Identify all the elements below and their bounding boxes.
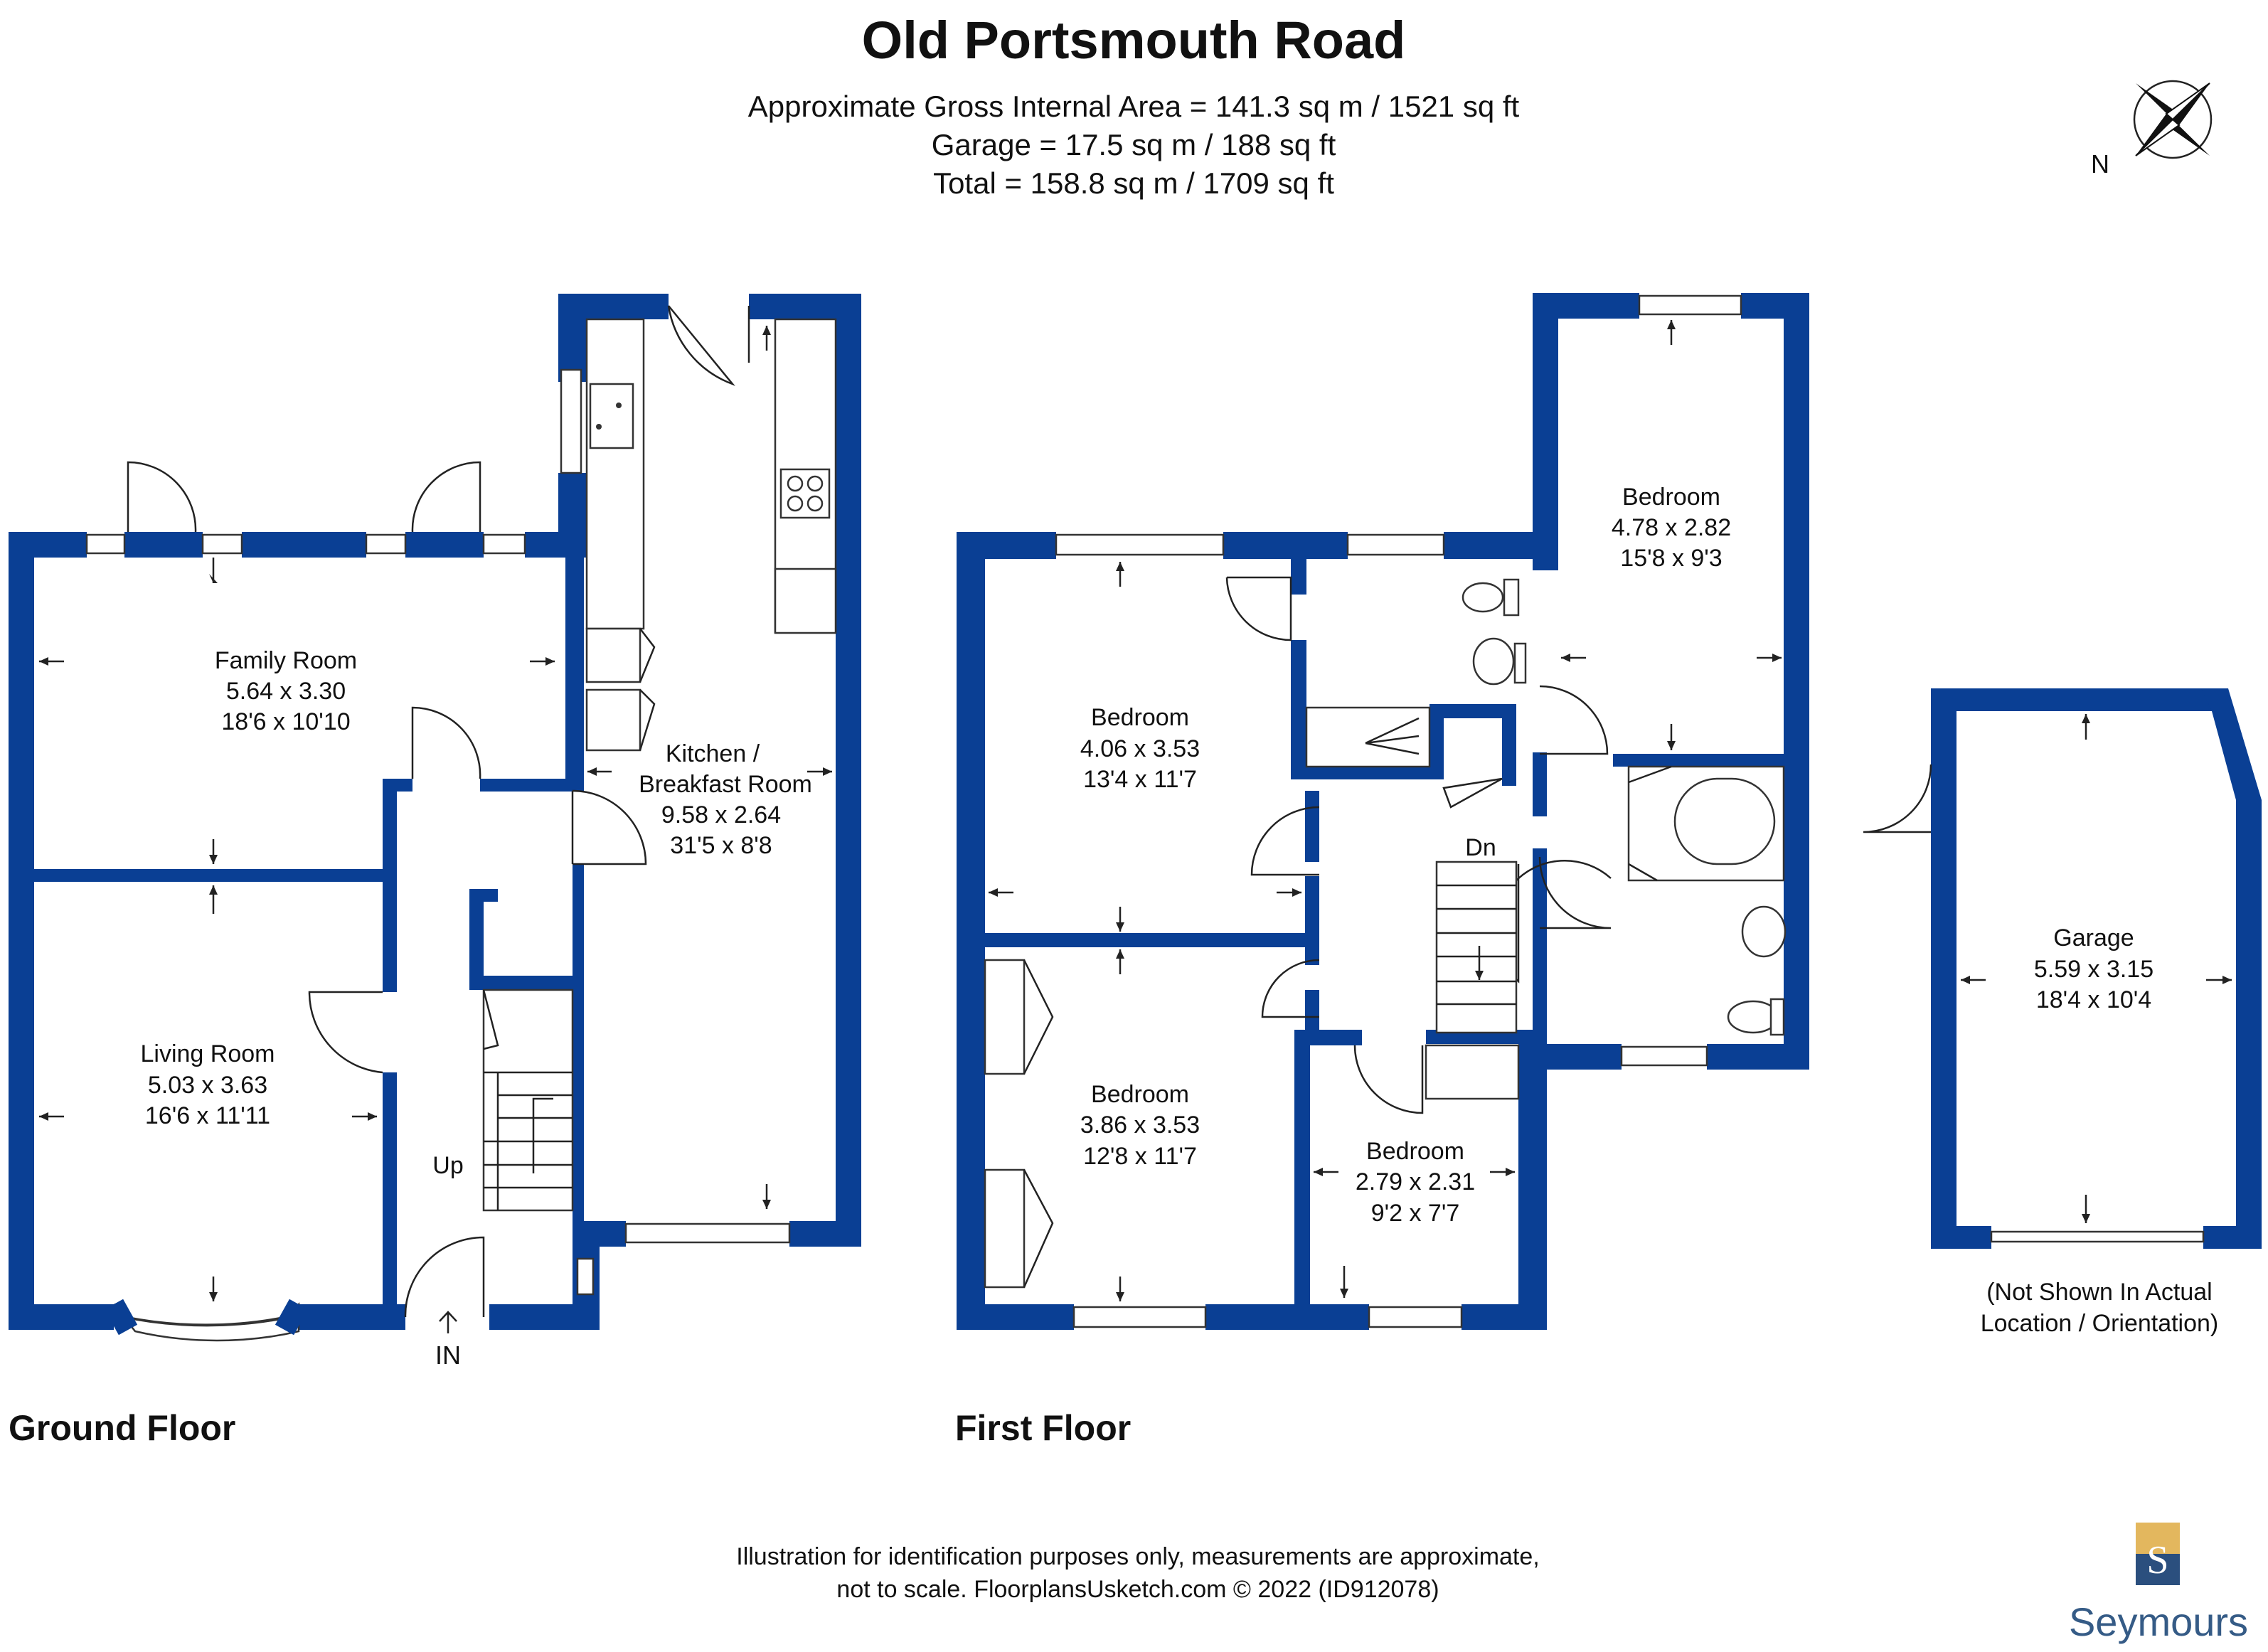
bedroom-rear-left-imperial: 12'8 x 11'7 <box>1083 1143 1197 1170</box>
brand-name: Seymours <box>2069 1599 2248 1644</box>
garage-note-line1: (Not Shown In Actual <box>1986 1279 2213 1306</box>
garage-imperial: 18'4 x 10'4 <box>2036 986 2151 1013</box>
disclaimer-line2: not to scale. FloorplansUsketch.com © 20… <box>836 1576 1439 1603</box>
bedroom-small-imperial: 9'2 x 7'7 <box>1371 1200 1460 1227</box>
page-title: Old Portsmouth Road <box>862 11 1406 70</box>
first-stairs-label: Dn <box>1465 834 1496 861</box>
ground-floor-label: Ground Floor <box>9 1408 235 1448</box>
bedroom-rear-left-name: Bedroom <box>1091 1081 1189 1108</box>
disclaimer-line1: Illustration for identification purposes… <box>736 1543 1540 1570</box>
compass-north-label: N <box>2091 149 2109 178</box>
living-room-metric: 5.03 x 3.63 <box>148 1072 267 1099</box>
area-line-total: Total = 158.8 sq m / 1709 sq ft <box>933 166 1334 200</box>
kitchen-name-line2: Breakfast Room <box>639 771 812 798</box>
bedroom-rear-right-metric: 4.78 x 2.82 <box>1612 514 1731 541</box>
bedroom-front-left-metric: 4.06 x 3.53 <box>1080 735 1200 762</box>
garage-note-line2: Location / Orientation) <box>1981 1310 2219 1337</box>
garage-metric: 5.59 x 3.15 <box>2034 956 2153 983</box>
logo-letter: S <box>2146 1538 2168 1582</box>
ground-floor-plan <box>9 294 861 1342</box>
bedroom-small-name: Bedroom <box>1366 1138 1464 1165</box>
first-floor-label: First Floor <box>955 1408 1131 1448</box>
area-line-gia: Approximate Gross Internal Area = 141.3 … <box>748 90 1520 123</box>
compass-rose-icon <box>2133 80 2213 159</box>
first-floor-plan <box>957 293 1809 1330</box>
bedroom-small-metric: 2.79 x 2.31 <box>1356 1168 1475 1195</box>
family-room-name: Family Room <box>215 647 357 674</box>
family-room-metric: 5.64 x 3.30 <box>226 678 346 705</box>
entrance-label: IN <box>435 1341 461 1370</box>
garage-plan <box>1863 688 2262 1249</box>
seymours-logo: S <box>2136 1523 2180 1585</box>
kitchen-imperial: 31'5 x 8'8 <box>670 832 772 859</box>
area-line-garage: Garage = 17.5 sq m / 188 sq ft <box>932 128 1336 161</box>
bedroom-front-left-imperial: 13'4 x 11'7 <box>1083 766 1197 793</box>
kitchen-name-line1: Kitchen / <box>666 740 760 767</box>
family-room-imperial: 18'6 x 10'10 <box>221 708 350 735</box>
bedroom-rear-left-metric: 3.86 x 3.53 <box>1080 1112 1200 1139</box>
bedroom-rear-right-name: Bedroom <box>1622 484 1720 511</box>
bedroom-front-left-name: Bedroom <box>1091 704 1189 731</box>
living-room-imperial: 16'6 x 11'11 <box>145 1102 270 1129</box>
kitchen-metric: 9.58 x 2.64 <box>661 801 781 828</box>
ground-stairs-label: Up <box>432 1152 463 1179</box>
living-room-name: Living Room <box>141 1040 275 1067</box>
garage-name: Garage <box>2053 924 2134 952</box>
bedroom-rear-right-imperial: 15'8 x 9'3 <box>1620 545 1722 572</box>
